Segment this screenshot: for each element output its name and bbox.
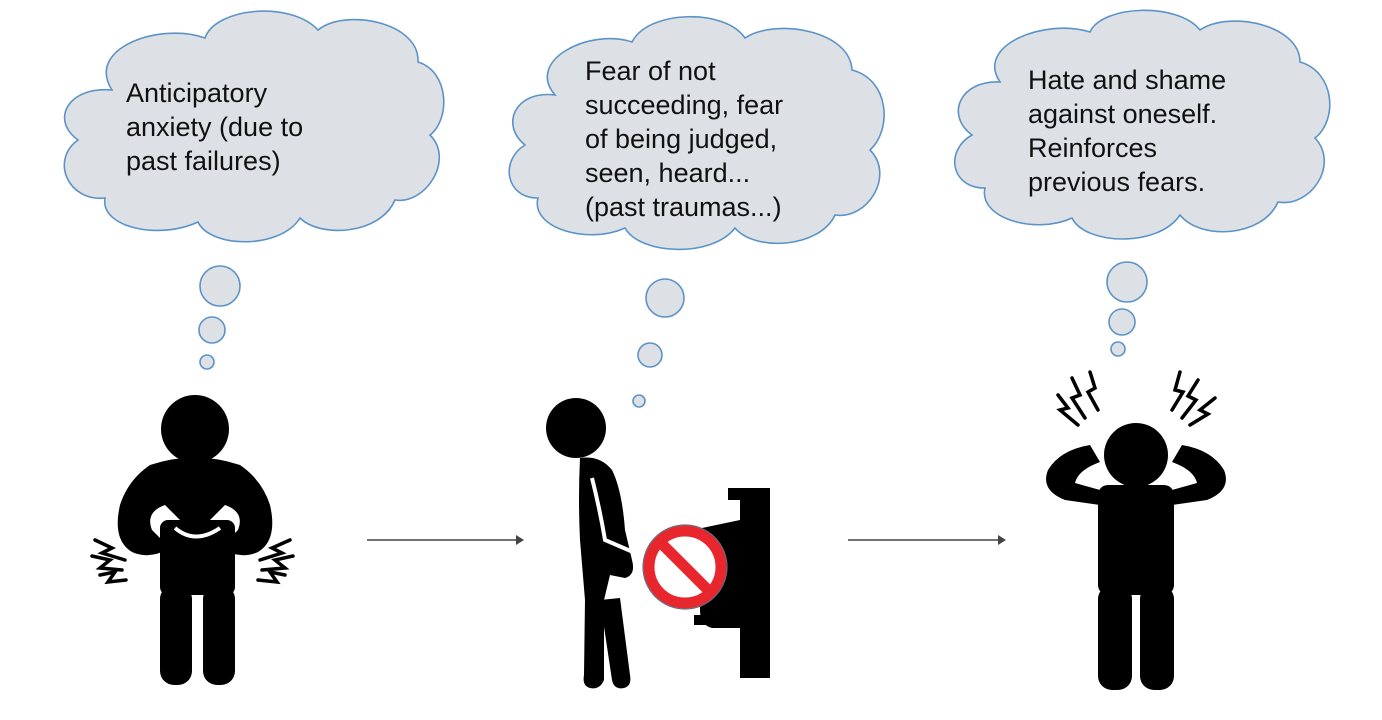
thought-line: seen, heard... [585, 158, 751, 188]
thought-line: Anticipatory [126, 78, 268, 108]
urinating-person-icon [546, 398, 641, 689]
thought-line: Reinforces [1028, 133, 1158, 163]
stomach-ache-person-icon [90, 395, 295, 685]
cloud-shape [63, 10, 445, 243]
thought-line: succeeding, fear [585, 90, 784, 120]
no-entry-sign-icon [642, 524, 728, 610]
thought-text-2: Fear of not succeeding, fear of being ju… [585, 54, 783, 224]
thought-line: Hate and shame [1028, 65, 1227, 95]
thought-line: previous fears. [1028, 167, 1206, 197]
cloud-shape [508, 15, 885, 251]
thought-dot-small [1110, 341, 1126, 357]
thought-line: against oneself. [1028, 99, 1218, 129]
thought-line: of being judged, [585, 124, 778, 154]
thought-dot-medium [1108, 308, 1136, 336]
thought-line: (past traumas...) [585, 192, 782, 222]
thought-dot-medium [637, 342, 663, 368]
cloud-shape [954, 9, 1331, 240]
thought-cloud-1 [63, 10, 445, 370]
thought-dot-large [199, 265, 241, 307]
thought-dot-small [199, 354, 215, 370]
arrow-right-icon [848, 535, 1006, 545]
thought-dot-medium [198, 316, 226, 344]
thought-cloud-2 [508, 15, 885, 408]
thought-text-3: Hate and shame against oneself. Reinforc… [1028, 63, 1226, 199]
thought-cloud-3 [954, 9, 1331, 357]
thought-line: Fear of not [585, 56, 716, 86]
thought-dot-large [645, 278, 685, 318]
head-pain-person-icon [1046, 370, 1226, 690]
thought-dot-small [632, 394, 646, 408]
thought-dot-large [1106, 261, 1148, 303]
thought-line: anxiety (due to [126, 112, 304, 142]
arrow-right-icon [367, 535, 524, 545]
thought-line: past failures) [126, 146, 281, 176]
thought-text-1: Anticipatory anxiety (due to past failur… [126, 76, 303, 178]
